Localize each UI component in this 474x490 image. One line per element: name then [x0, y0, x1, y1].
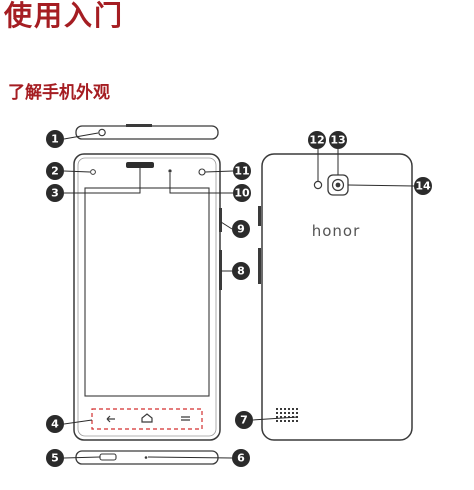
svg-text:9: 9	[237, 223, 245, 236]
callout-11: 11	[233, 162, 251, 180]
front-phone-body	[73, 153, 222, 441]
callout-8: 8	[232, 262, 250, 280]
callout-10: 10	[233, 184, 251, 202]
microphone-icon	[144, 456, 148, 459]
svg-text:14: 14	[415, 180, 431, 193]
svg-text:8: 8	[237, 265, 245, 278]
callout-5: 5	[46, 449, 64, 467]
callout-9: 9	[232, 220, 250, 238]
svg-text:2: 2	[51, 165, 59, 178]
speaker-grille-icon	[276, 408, 298, 422]
section-title: 了解手机外观	[8, 83, 110, 103]
flash-icon	[313, 180, 323, 190]
callout-14: 14	[414, 177, 432, 195]
home-key-icon	[141, 413, 153, 423]
svg-text:1: 1	[51, 133, 59, 146]
screen	[84, 187, 210, 397]
earpiece-icon	[126, 162, 154, 168]
callout-4: 4	[46, 415, 64, 433]
svg-text:13: 13	[330, 134, 345, 147]
svg-text:12: 12	[309, 134, 324, 147]
callout-6: 6	[232, 449, 250, 467]
svg-text:3: 3	[51, 187, 59, 200]
menu-key-icon	[181, 416, 190, 421]
svg-text:4: 4	[51, 418, 59, 431]
headset-jack-icon	[98, 128, 106, 137]
back-phone-body: honor	[258, 153, 413, 441]
callout-7: 7	[235, 411, 253, 429]
power-button	[219, 208, 222, 232]
callout-13: 13	[329, 131, 347, 149]
callout-3: 3	[46, 184, 64, 202]
svg-text:6: 6	[237, 452, 245, 465]
light-sensor-icon	[168, 169, 172, 173]
page-title: 使用入门	[4, 0, 125, 32]
status-indicator-icon	[90, 169, 96, 175]
svg-text:7: 7	[240, 414, 248, 427]
svg-text:10: 10	[234, 187, 250, 200]
svg-text:5: 5	[51, 452, 59, 465]
volume-button	[219, 250, 222, 290]
callout-12: 12	[308, 131, 326, 149]
front-phone-top-edge	[75, 124, 219, 140]
navigation-keys-box	[91, 408, 203, 430]
callout-1: 1	[46, 130, 64, 148]
back-key-icon	[106, 415, 115, 423]
svg-text:11: 11	[234, 165, 249, 178]
brand-logo: honor	[312, 222, 361, 240]
usb-port-icon	[99, 453, 117, 461]
callout-2: 2	[46, 162, 64, 180]
leader-lines	[63, 132, 415, 459]
